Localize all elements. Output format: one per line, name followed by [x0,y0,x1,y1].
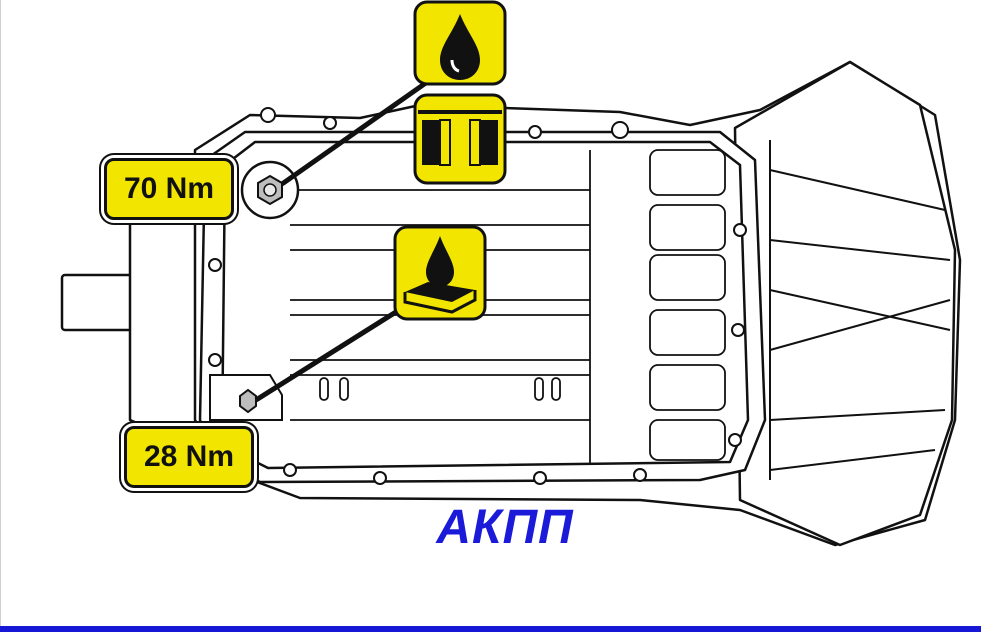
left-border [0,0,1,626]
oil-drop-icon [413,0,507,86]
leader-lines [254,77,432,403]
plug-seal-icon [413,93,507,185]
oil-pan-drain-icon [393,225,487,321]
drain-plug-torque-label: 28 Nm [124,426,254,488]
fill-plug-torque-label: 70 Nm [104,158,234,220]
bottom-bar [0,626,981,632]
diagram-caption: АКПП [436,501,574,554]
drain-plug [209,374,283,421]
bell-housing-ribs [769,140,951,480]
fill-plug [240,160,300,220]
output-shaft [60,273,134,332]
bell-housing [733,60,957,547]
